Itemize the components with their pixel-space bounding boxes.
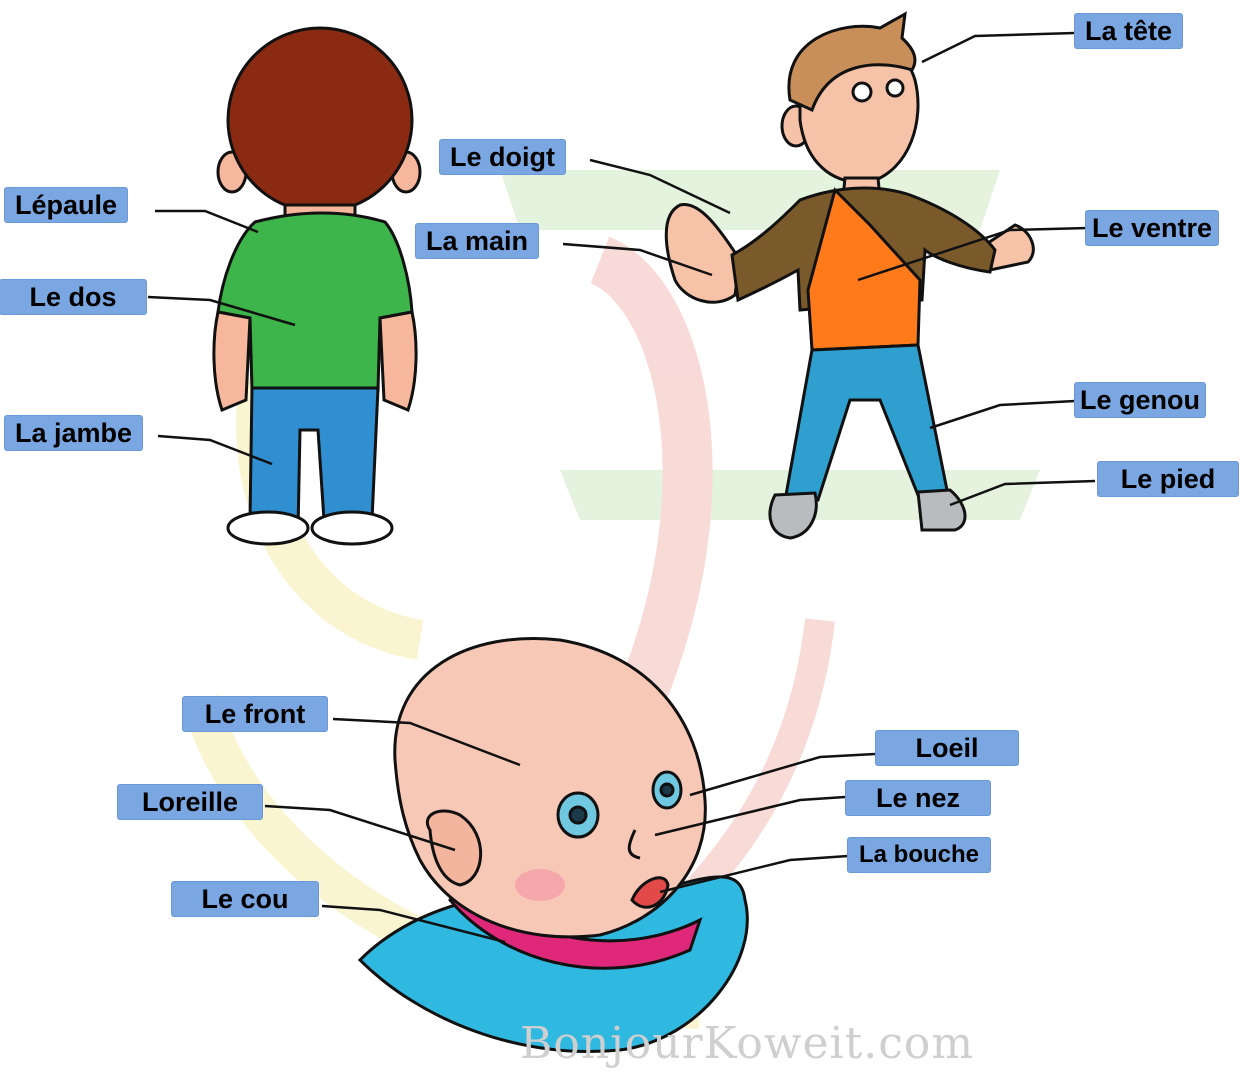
boy-back-right-arm (380, 312, 416, 410)
label-le-nez: Le nez (846, 781, 990, 815)
boy-front-right-eye (887, 80, 903, 96)
watermark-text: BonjourKoweit.com (520, 1018, 974, 1069)
boy-back-right-shoe (312, 512, 392, 544)
boy-front-view (666, 14, 1033, 538)
label-le-genou: Le genou (1075, 383, 1205, 417)
label-le-doigt: Le doigt (440, 140, 565, 174)
label-le-pied: Le pied (1098, 462, 1238, 496)
boy-front-left-eye (853, 83, 871, 101)
label-la-bouche: La bouche (848, 838, 990, 872)
line-tete (922, 33, 1075, 62)
line-genou (930, 401, 1075, 428)
baby-left-pupil (570, 807, 586, 823)
label-l-oreille: Loreille (118, 785, 262, 819)
label-le-front: Le front (183, 697, 327, 731)
label-la-jambe: La jambe (5, 416, 142, 450)
label-le-dos: Le dos (0, 280, 146, 314)
label-l-epaule: Lépaule (5, 188, 127, 222)
label-l-oeil: Loeil (876, 731, 1018, 765)
label-la-main: La main (416, 224, 538, 258)
boy-front-right-shoe (918, 490, 965, 530)
boy-front-left-shoe (770, 493, 816, 538)
label-le-ventre: Le ventre (1086, 211, 1218, 245)
boy-back-left-arm (214, 312, 250, 410)
baby-right-pupil (661, 784, 673, 796)
line-epaule (155, 211, 258, 232)
label-le-cou: Le cou (172, 882, 318, 916)
boy-back-left-shoe (228, 512, 308, 544)
baby-cheek (515, 869, 565, 901)
boy-back-head-hair (228, 28, 412, 212)
label-la-tete: La tête (1075, 14, 1182, 48)
baby-head (360, 639, 747, 1052)
